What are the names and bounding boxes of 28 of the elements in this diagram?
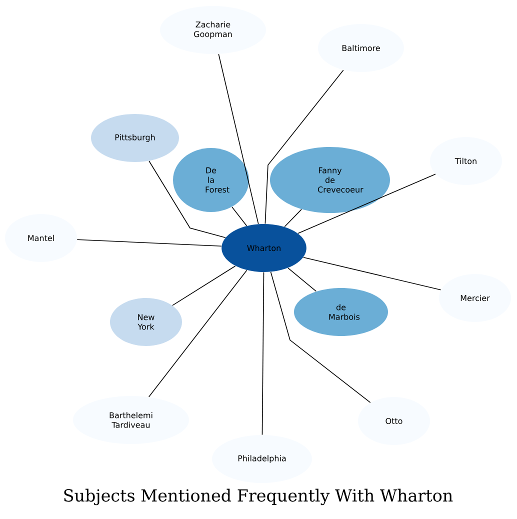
- edge-line: [148, 270, 248, 398]
- ellipse-node: Tilton: [430, 137, 502, 185]
- ellipse-node: Fanny de Crevecoeur: [270, 147, 390, 213]
- edge-line: [172, 266, 236, 306]
- edge-line: [303, 256, 442, 290]
- edge-line: [148, 160, 226, 238]
- edge-line: [284, 208, 302, 228]
- ellipse-node: Barthelemi Tardiveau: [73, 396, 189, 444]
- chart-title: Subjects Mentioned Frequently With Wharton: [64, 488, 453, 506]
- edge-line: [264, 70, 344, 224]
- ellipse-node: De la Forest: [173, 148, 249, 212]
- ellipse-node: New York: [110, 298, 182, 346]
- edge-line: [232, 206, 248, 226]
- edge-line: [270, 272, 371, 403]
- ellipse-node: Wharton: [222, 224, 306, 272]
- edge-line: [288, 268, 317, 292]
- ellipse-node: Mercier: [439, 274, 511, 322]
- ellipse-node: Baltimore: [318, 24, 404, 72]
- ellipse-node: Pittsburgh: [91, 114, 179, 162]
- ellipse-node: Mantel: [5, 214, 77, 262]
- ellipse-node: Zacharie Goopman: [160, 6, 266, 54]
- ellipse-node: Philadelphia: [212, 435, 312, 483]
- ellipse-node: de Marbois: [294, 288, 388, 336]
- edge-line: [218, 54, 259, 224]
- ellipse-node: Otto: [358, 397, 430, 445]
- edge-line: [298, 174, 436, 234]
- edge-line: [76, 239, 222, 246]
- edge-line: [262, 272, 264, 436]
